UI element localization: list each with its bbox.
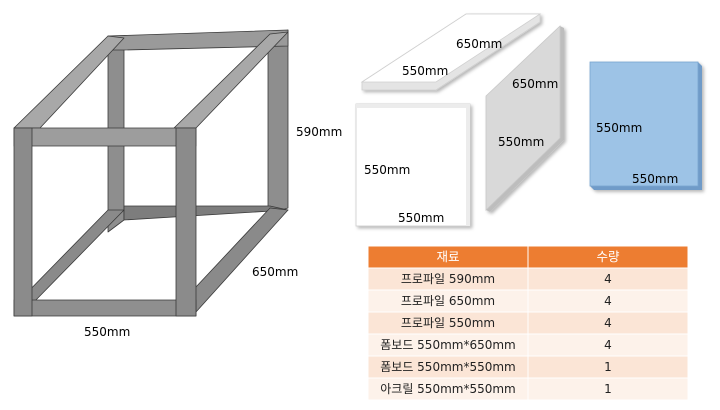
foamboard-side	[485, 25, 564, 212]
table-cell-quantity: 4	[604, 316, 612, 330]
table-header-quantity: 수량	[596, 249, 620, 264]
foamboard-top-depth-label: 650mm	[456, 37, 502, 51]
front-bottom-profile	[13, 299, 197, 317]
table-cell-quantity: 1	[604, 382, 612, 396]
table-cell-material: 아크릴 550mm*550mm	[380, 382, 516, 396]
front-left-vertical-profile	[13, 127, 33, 317]
table-cell-quantity: 4	[604, 272, 612, 286]
table-cell-quantity: 1	[604, 360, 612, 374]
top-left-depth-profile	[13, 35, 125, 129]
table-cell-material: 폼보드 550mm*550mm	[380, 360, 516, 374]
foamboard-top-width-label: 550mm	[402, 64, 448, 78]
acrylic-width-label: 550mm	[632, 172, 678, 186]
table-cell-material: 폼보드 550mm*650mm	[380, 338, 516, 352]
frame-depth-label: 650mm	[252, 265, 298, 279]
frame-width-label: 550mm	[84, 325, 130, 339]
foamboard-front-height-label: 550mm	[364, 163, 410, 177]
foamboard-side-depth-label: 650mm	[512, 77, 558, 91]
front-right-vertical-profile	[175, 127, 197, 317]
acrylic-plate	[589, 61, 702, 190]
table-cell-quantity: 4	[604, 294, 612, 308]
table-cell-quantity: 4	[604, 338, 612, 352]
foamboard-side-height-label: 550mm	[498, 135, 544, 149]
acrylic-height-label: 550mm	[596, 121, 642, 135]
foamboard-front	[355, 103, 471, 227]
table-cell-material: 프로파일 590mm	[401, 272, 495, 286]
foamboard-top	[360, 13, 542, 91]
profile-frame	[13, 29, 289, 317]
table-cell-material: 프로파일 650mm	[401, 294, 495, 308]
table-row-cell	[527, 377, 689, 401]
table-cell-material: 프로파일 550mm	[401, 316, 495, 330]
back-right-vertical-profile	[267, 29, 289, 215]
foamboard-front-width-label: 550mm	[398, 211, 444, 225]
frame-height-label: 590mm	[296, 125, 342, 139]
front-top-profile	[13, 127, 197, 147]
table-header-material: 재료	[436, 249, 459, 264]
